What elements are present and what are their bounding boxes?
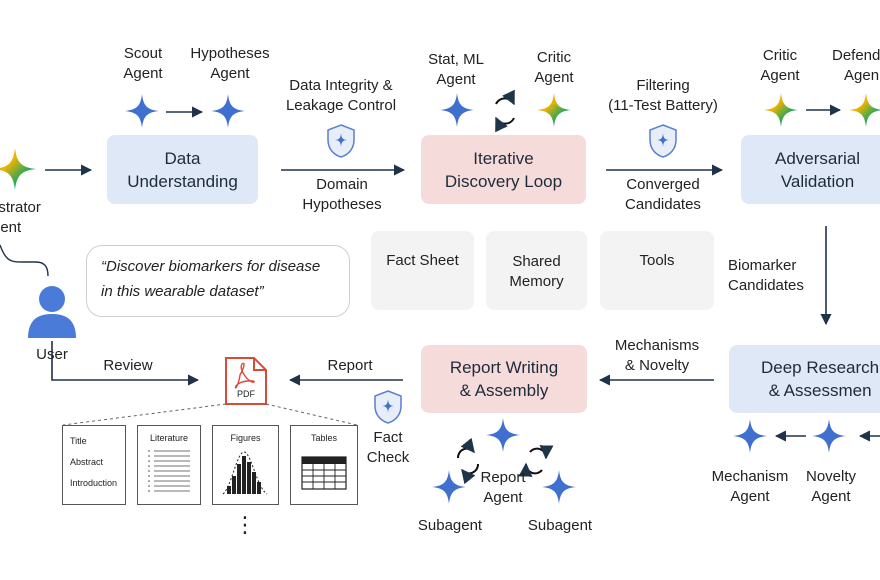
arrow-user-to-pdf [51,341,200,386]
pdf-expand-line-left [62,403,227,426]
subagent-right-icon [542,470,576,504]
report-edge-label: Report [327,357,373,374]
histogram-figure-icon [222,451,268,495]
novelty-agent-icon [812,419,846,453]
defender-agent-icon [849,93,880,127]
tools-label: Tools [639,252,675,269]
report-agent-icon [486,418,520,452]
fact-check-shield-icon [374,390,402,424]
paper-title-page: Title Abstract Introduction [62,425,126,505]
critic-agent-2-icon [764,93,798,127]
tools-panel: Tools [600,231,714,310]
subagent-right-cycle-icon [518,445,554,477]
loop-cycle-arrows-icon [495,89,515,133]
subagent-left-icon [432,470,466,504]
subagent-left-label: Subagent [417,517,483,534]
data-integrity-shield-icon [327,124,355,158]
review-label: Review [103,357,153,374]
paper-figures-page: Figures [212,425,279,505]
subagent-right-label: Subagent [527,517,593,534]
mechanism-agent-icon [733,419,767,453]
stat-ml-agent-icon [440,93,474,127]
data-integrity-label: Data Integrity &Leakage Control [285,77,397,114]
mechanisms-novelty-label: Mechanisms& Novelty [614,337,700,374]
user-label: User [36,346,68,363]
filtering-shield-icon [649,124,677,158]
fact-sheet-label: Fact Sheet [386,252,459,269]
more-pages-ellipsis: ⋮ [234,512,256,537]
orchestrator-agent-label: estrator gent [0,199,41,236]
paper-literature-page: Literature [137,425,201,505]
pdf-expand-line-right [265,403,358,426]
pdf-label: PDF [237,389,255,399]
filtering-label: Filtering(11-Test Battery) [608,77,718,114]
pdf-icon [225,357,267,405]
subagent-left-cycle-icon [456,437,480,485]
orchestrator-agent-icon [0,148,36,190]
orchestrator-user-bracket [0,244,49,277]
critic-agent-icon [537,93,571,127]
fact-sheet-panel: Fact Sheet [371,231,474,310]
stage-report-writing: Report Writing& Assembly [421,345,587,413]
stage-deep-research: Deep Research& Assessmen [729,345,880,413]
user-person-icon [28,286,76,338]
hypotheses-agent-icon [211,94,245,128]
paper-tables-page: Tables [290,425,358,505]
table-grid-icon [301,456,347,490]
scout-agent-icon [125,94,159,128]
literature-lines-icon [148,450,190,492]
